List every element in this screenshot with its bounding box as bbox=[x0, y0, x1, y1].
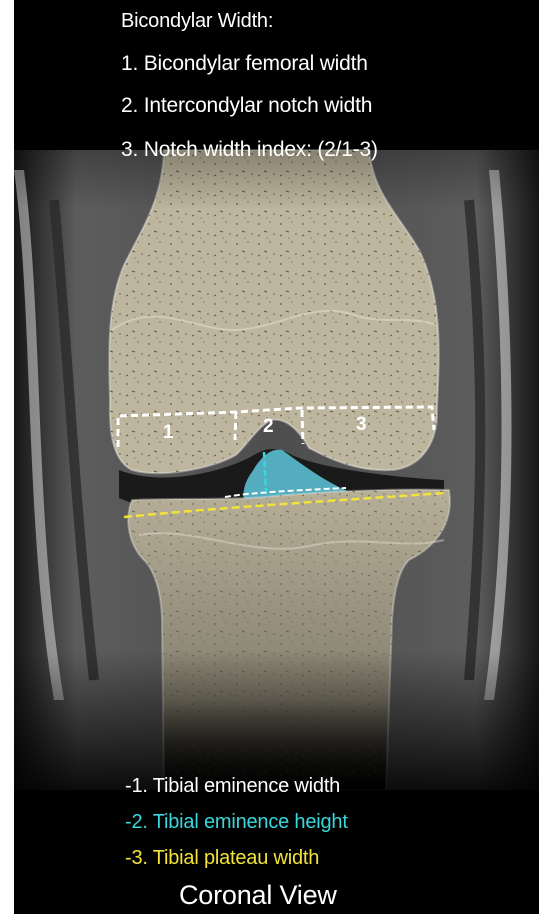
measure-label-3: 3. Notch width index: (2/1-3) bbox=[121, 138, 378, 162]
caption-coronal-view: Coronal View bbox=[179, 880, 337, 911]
legend-item-eminence-height: -2. Tibial eminence height bbox=[125, 811, 348, 834]
legend-item-plateau-width: -3. Tibial plateau width bbox=[125, 847, 319, 870]
marker-3: 3 bbox=[356, 414, 367, 436]
marker-2: 2 bbox=[263, 416, 274, 438]
mri-figure: Bicondylar Width: 1. Bicondylar femoral … bbox=[14, 0, 539, 914]
figure-title: Bicondylar Width: bbox=[121, 10, 273, 33]
legend-item-eminence-width: -1. Tibial eminence width bbox=[125, 775, 340, 798]
marker-1: 1 bbox=[163, 422, 174, 444]
measure-label-2: 2. Intercondylar notch width bbox=[121, 94, 372, 118]
measure-label-1: 1. Bicondylar femoral width bbox=[121, 52, 368, 76]
